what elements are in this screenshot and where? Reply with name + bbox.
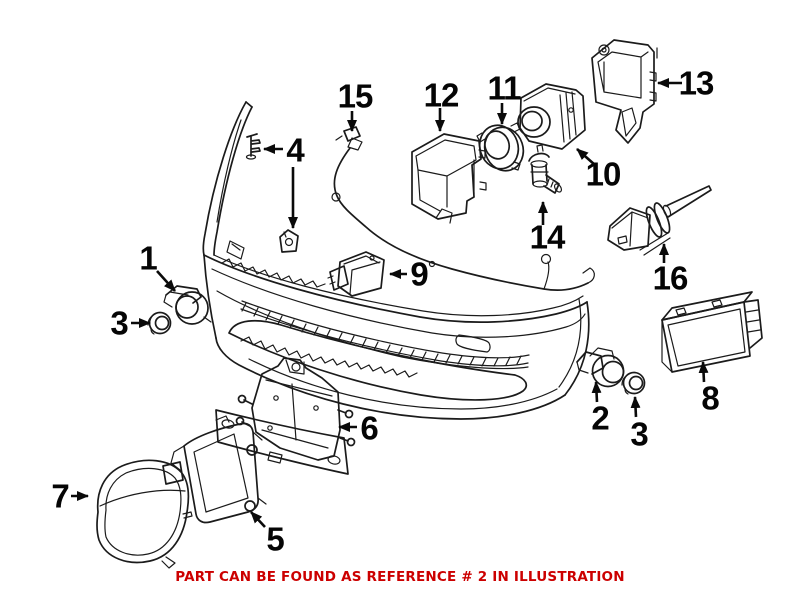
part-5-radar-sensor bbox=[162, 415, 267, 524]
part-15-wiring-harness bbox=[331, 126, 595, 292]
callout-3-right: 3 bbox=[630, 415, 648, 453]
part-13-bracket bbox=[591, 39, 658, 144]
part-3-ring-right bbox=[621, 371, 646, 395]
callout-11: 11 bbox=[487, 69, 522, 107]
part-9-sensor bbox=[327, 251, 385, 297]
callout-4: 4 bbox=[286, 131, 304, 169]
callout-3-left: 3 bbox=[110, 304, 128, 342]
callout-16: 16 bbox=[652, 259, 689, 297]
bumper-cover-illustration bbox=[202, 101, 590, 420]
part-11-ring bbox=[476, 122, 525, 172]
callout-1: 1 bbox=[139, 239, 157, 277]
part-8-control-unit bbox=[661, 291, 763, 373]
callout-15: 15 bbox=[337, 77, 374, 115]
part-14-nozzle bbox=[528, 144, 563, 194]
callout-8: 8 bbox=[701, 379, 719, 417]
callout-arrows bbox=[71, 78, 709, 528]
part-12-bracket bbox=[411, 133, 487, 224]
part-2-pdc-sensor bbox=[576, 347, 625, 388]
callout-14: 14 bbox=[529, 218, 566, 256]
callout-7: 7 bbox=[51, 477, 69, 515]
callout-5: 5 bbox=[266, 520, 284, 558]
part-3-ring-left bbox=[147, 311, 172, 335]
part-4-clip bbox=[245, 133, 299, 253]
callout-9: 9 bbox=[410, 255, 428, 293]
callout-2: 2 bbox=[591, 399, 609, 437]
part-1-pdc-sensor bbox=[163, 285, 212, 325]
callout-6: 6 bbox=[360, 409, 378, 447]
part-10-camera bbox=[517, 83, 586, 150]
part-16-temp-sensor bbox=[607, 185, 712, 256]
callout-12: 12 bbox=[423, 76, 460, 114]
reference-caption: PART CAN BE FOUND AS REFERENCE # 2 IN IL… bbox=[175, 569, 625, 585]
callout-13: 13 bbox=[678, 64, 715, 102]
callout-10: 10 bbox=[585, 155, 622, 193]
part-7-cover bbox=[96, 459, 193, 569]
